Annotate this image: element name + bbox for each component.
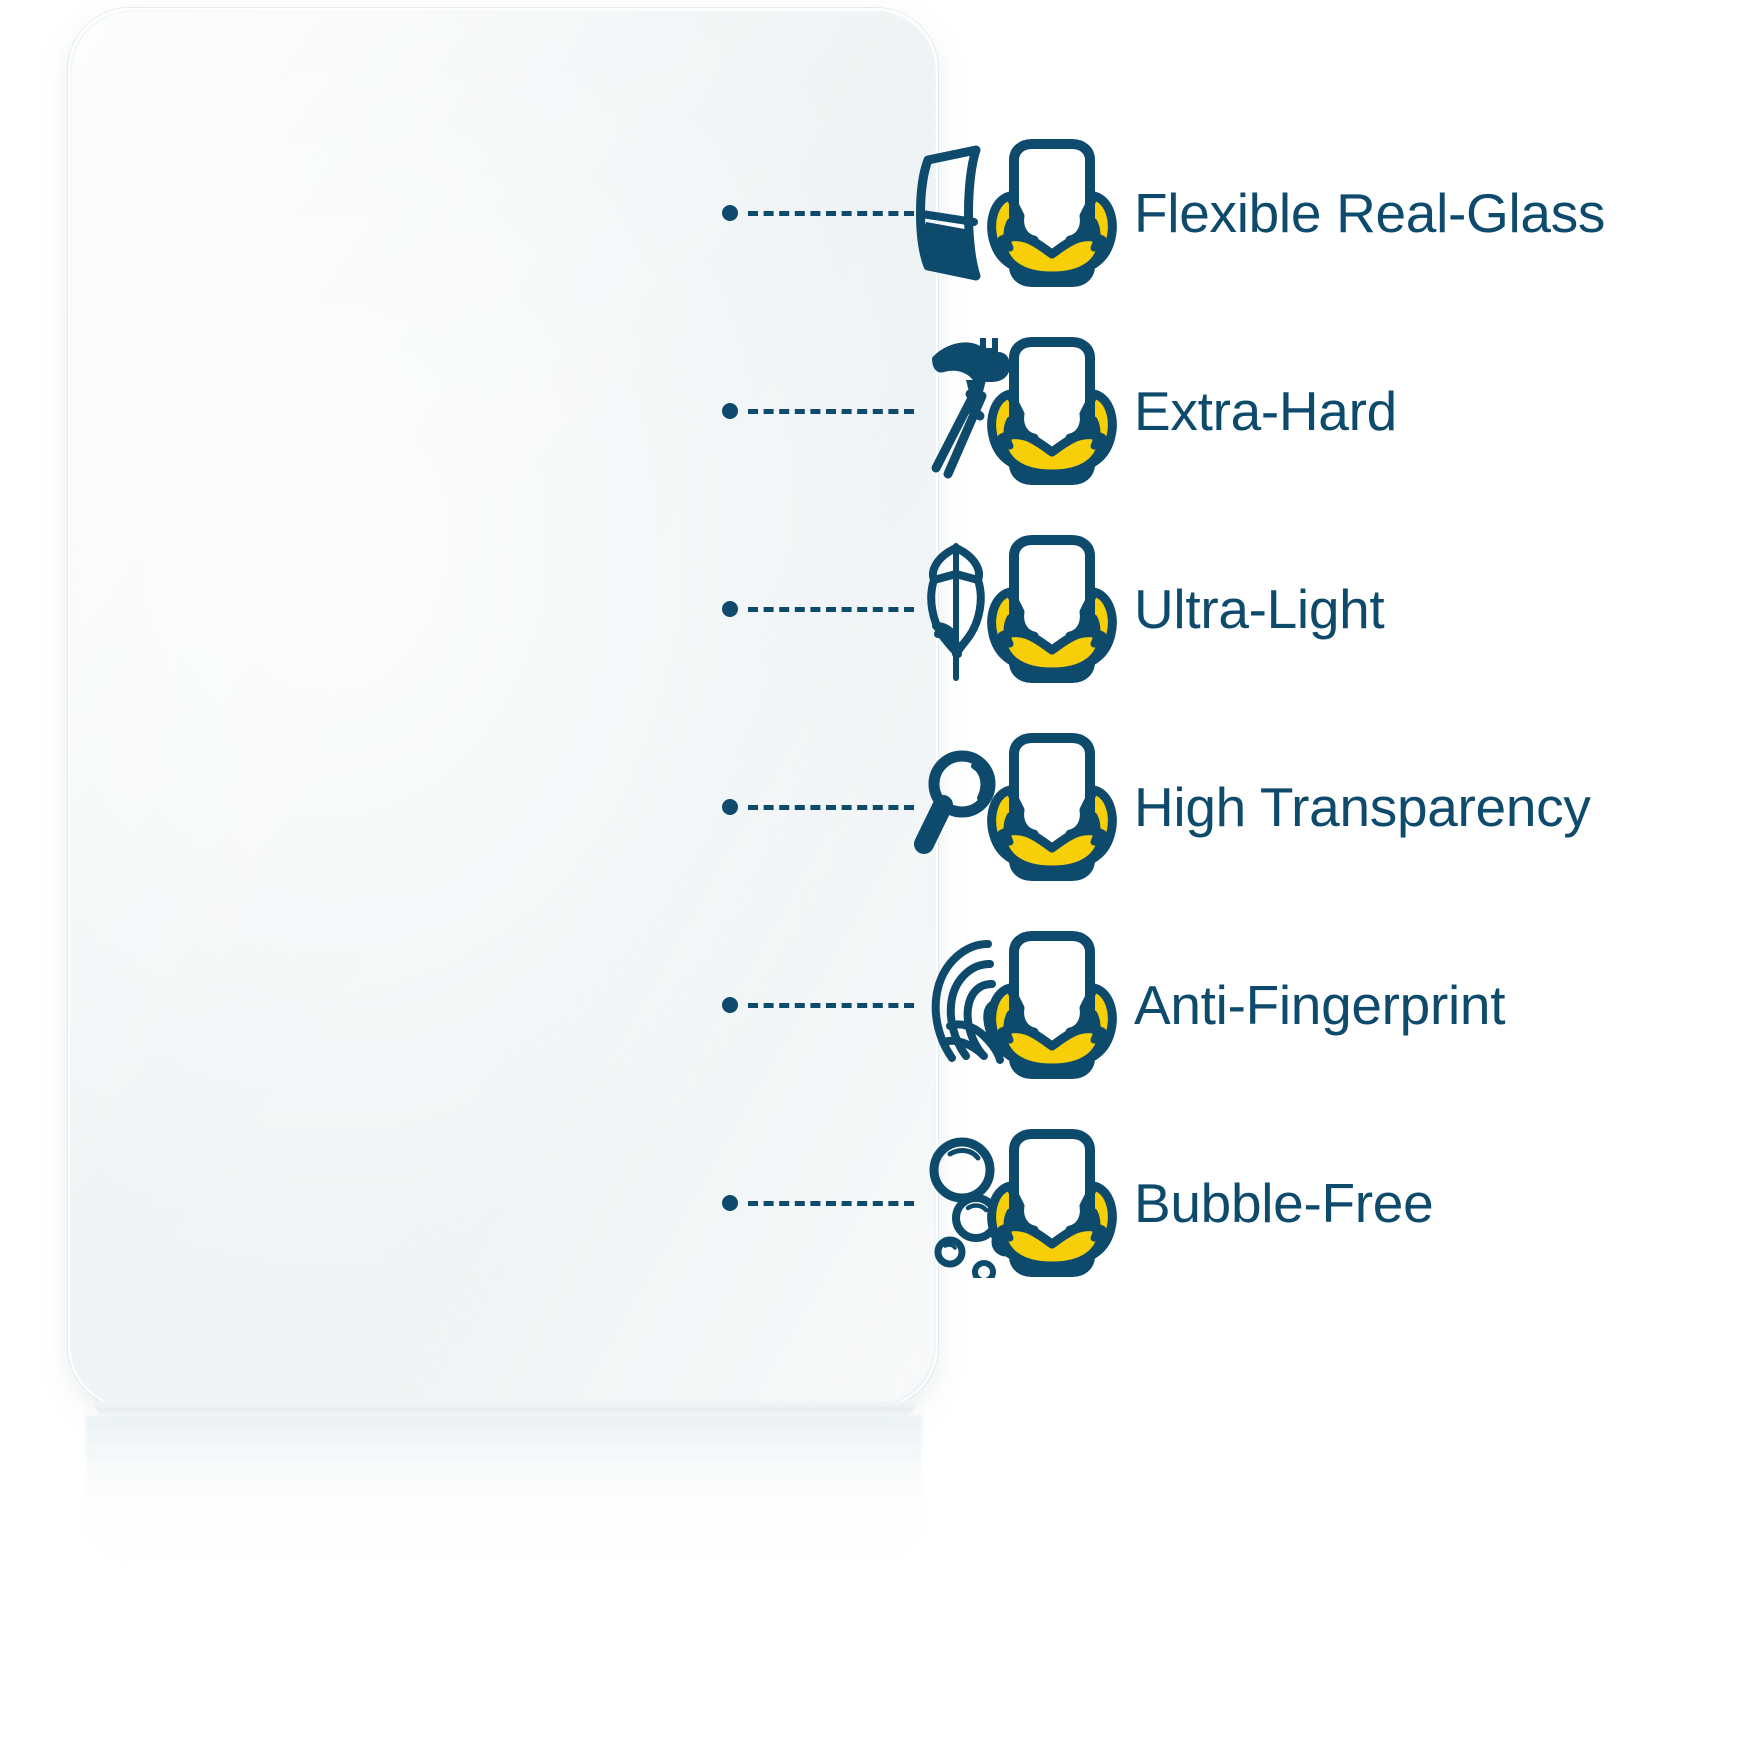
feature-label: Ultra-Light [1134, 577, 1385, 640]
glass-reflection [86, 1416, 922, 1566]
leader-line [722, 1195, 914, 1211]
feature-row-flexible-real-glass: Flexible Real-Glass [722, 138, 1732, 288]
leader-dash-line [748, 606, 914, 612]
magnifier-icon [914, 732, 1120, 882]
leader-dot-icon [722, 205, 738, 221]
leader-dot-icon [722, 1195, 738, 1211]
leader-dash-line [748, 1200, 914, 1206]
leader-dot-icon [722, 601, 738, 617]
leader-line [722, 799, 914, 815]
leader-line [722, 205, 914, 221]
feature-row-anti-fingerprint: Anti-Fingerprint [722, 930, 1732, 1080]
feature-row-ultra-light: Ultra-Light [722, 534, 1732, 684]
leader-dash-line [748, 1002, 914, 1008]
leader-dash-line [748, 210, 914, 216]
leader-dot-icon [722, 403, 738, 419]
feature-row-bubble-free: Bubble-Free [722, 1128, 1732, 1278]
leader-line [722, 403, 914, 419]
feather-icon [914, 534, 1120, 684]
leader-dot-icon [722, 799, 738, 815]
feature-label: Anti-Fingerprint [1134, 973, 1506, 1036]
leader-dash-line [748, 408, 914, 414]
feature-label: Bubble-Free [1134, 1171, 1434, 1234]
hammer-icon [914, 336, 1120, 486]
leader-dot-icon [722, 997, 738, 1013]
leader-line [722, 997, 914, 1013]
leader-dash-line [748, 804, 914, 810]
feature-label: Extra-Hard [1134, 379, 1397, 442]
feature-label: Flexible Real-Glass [1134, 181, 1606, 244]
feature-label: High Transparency [1134, 775, 1591, 838]
bent-glass-sheet-icon [914, 138, 1120, 288]
fingerprint-icon [914, 930, 1120, 1080]
feature-row-extra-hard: Extra-Hard [722, 336, 1732, 486]
bubbles-icon [914, 1128, 1120, 1278]
leader-line [722, 601, 914, 617]
feature-row-high-transparency: High Transparency [722, 732, 1732, 882]
glass-bottom-edge [94, 1401, 916, 1417]
